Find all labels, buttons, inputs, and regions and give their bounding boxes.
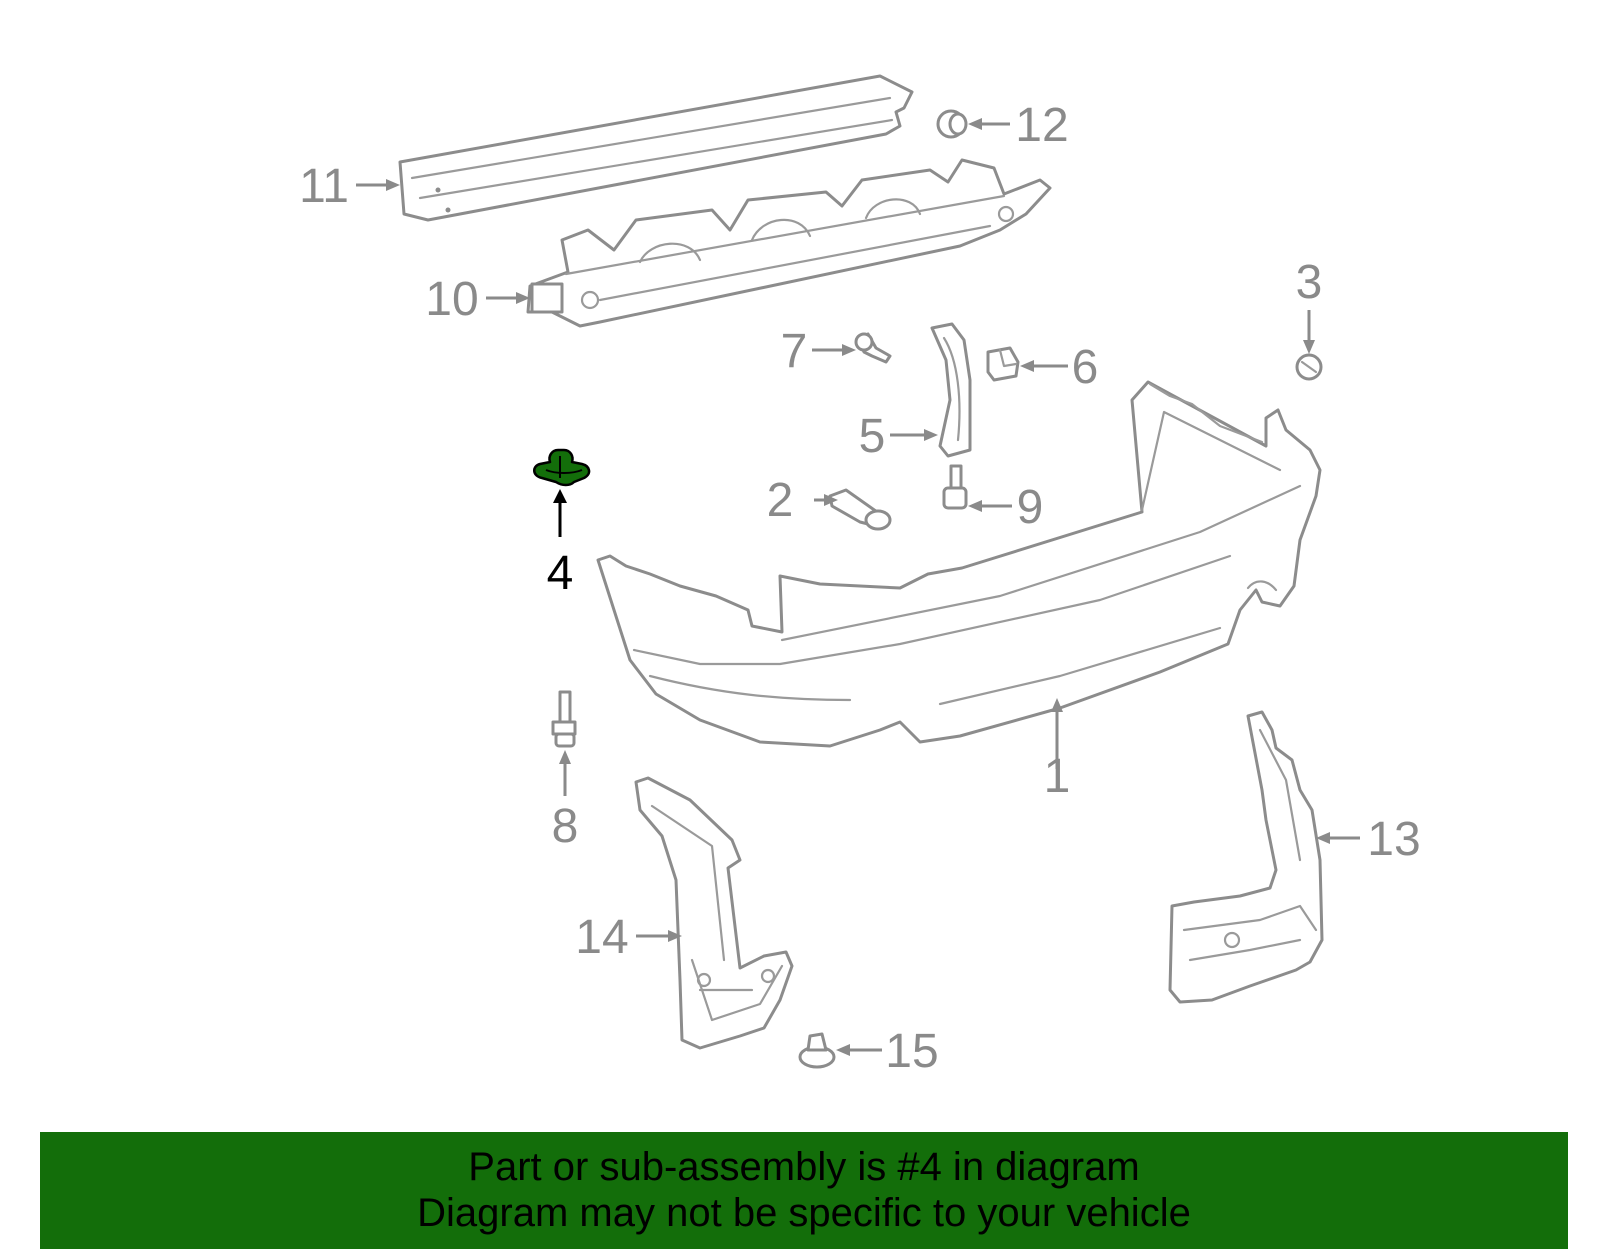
- part-9-bolt[interactable]: [942, 464, 968, 510]
- callout-7: 7: [781, 325, 808, 378]
- banner-line-1: Part or sub-assembly is #4 in diagram: [468, 1145, 1140, 1189]
- part-3-clip[interactable]: [1295, 353, 1323, 381]
- callout-14: 14: [575, 911, 628, 964]
- part-13-splash-shield[interactable]: [1168, 710, 1324, 1004]
- banner-line-2: Diagram may not be specific to your vehi…: [417, 1191, 1191, 1235]
- callout-9: 9: [1017, 481, 1044, 534]
- info-banner: Part or sub-assembly is #4 in diagram Di…: [40, 1132, 1568, 1249]
- callout-6: 6: [1072, 341, 1099, 394]
- callout-12: 12: [1015, 99, 1068, 152]
- part-11-reinforcement[interactable]: [398, 74, 914, 222]
- part-14-splash-shield[interactable]: [634, 776, 794, 1050]
- callout-11: 11: [299, 160, 349, 213]
- callout-5: 5: [859, 410, 886, 463]
- part-8-bolt[interactable]: [551, 690, 577, 748]
- part-5-bracket[interactable]: [930, 322, 972, 458]
- callout-8: 8: [552, 800, 579, 853]
- callout-1: 1: [1044, 750, 1071, 803]
- part-1-bumper-cover[interactable]: [596, 380, 1322, 748]
- callout-10: 10: [425, 273, 478, 326]
- callout-3: 3: [1296, 256, 1323, 309]
- parts-diagram: 1 2 3 4 5 6 7 8 9 10 11 12 13 14 15: [299, 74, 1421, 1078]
- callout-13: 13: [1367, 813, 1420, 866]
- part-12-nut[interactable]: [936, 109, 968, 139]
- part-10-absorber[interactable]: [526, 158, 1052, 328]
- callout-2: 2: [767, 474, 794, 527]
- callout-4: 4: [547, 547, 574, 600]
- part-4-push-clip[interactable]: [533, 448, 591, 487]
- part-2-pin[interactable]: [828, 488, 892, 531]
- callout-15: 15: [885, 1025, 938, 1078]
- part-6-retainer[interactable]: [986, 346, 1020, 382]
- part-15-clip[interactable]: [798, 1032, 836, 1069]
- part-7-bolt[interactable]: [854, 332, 892, 364]
- callout-labels: 1 2 3 4 5 6 7 8 9 10 11 12 13 14 15: [299, 99, 1421, 1078]
- leader-arrows: [356, 118, 1360, 1056]
